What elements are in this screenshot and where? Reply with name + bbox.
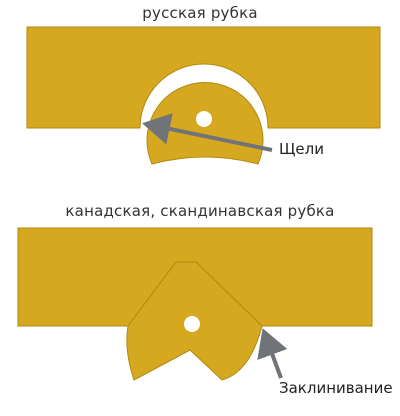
caption-russian-notch: русская рубка — [142, 4, 258, 22]
scandinavian-notch-diagram — [17, 227, 373, 381]
annotation-gaps: Щели — [279, 140, 324, 158]
arrow-gaps — [142, 113, 273, 152]
russian-notch-diagram — [26, 26, 381, 165]
caption-scandinavian-notch: канадская, скандинавская рубка — [65, 202, 335, 220]
pith-russian — [196, 111, 212, 127]
annotation-jamming: Заклинивание — [279, 379, 393, 397]
upper-log-russian — [26, 26, 381, 129]
pith-scandinavian — [184, 316, 200, 332]
arrow-jamming — [257, 328, 288, 379]
